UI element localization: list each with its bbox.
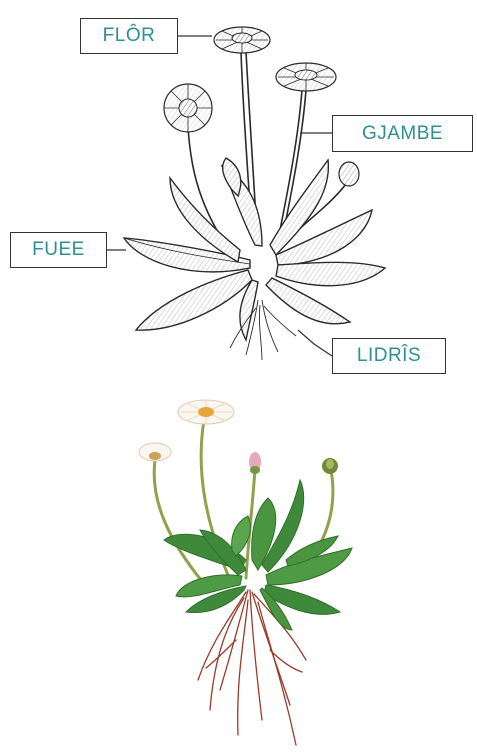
watercolor-flower-left: [139, 443, 171, 461]
sketch-flower-top: [214, 27, 270, 53]
watercolor-leaves: [164, 480, 352, 630]
label-stem: GJAMBE: [332, 115, 473, 152]
sketch-flowers: [164, 27, 359, 186]
engraved-plant-illustration: [107, 27, 385, 360]
label-root: LIDRÎS: [332, 338, 446, 374]
watercolor-flower-top: [178, 400, 234, 424]
label-leaf: FUEE: [10, 232, 107, 268]
watercolor-flowers: [139, 400, 338, 474]
watercolor-bud-center: [249, 452, 261, 474]
sketch-flower-right: [276, 63, 336, 91]
sketch-roots: [230, 300, 296, 360]
leader-line-root: [298, 330, 332, 356]
watercolor-roots: [198, 590, 306, 745]
sketch-flower-left: [164, 84, 212, 132]
watercolor-plant-illustration: [139, 400, 352, 745]
label-flower: FLÔR: [80, 18, 178, 54]
watercolor-bud-right: [322, 458, 338, 474]
sketch-bud-right: [339, 162, 359, 186]
